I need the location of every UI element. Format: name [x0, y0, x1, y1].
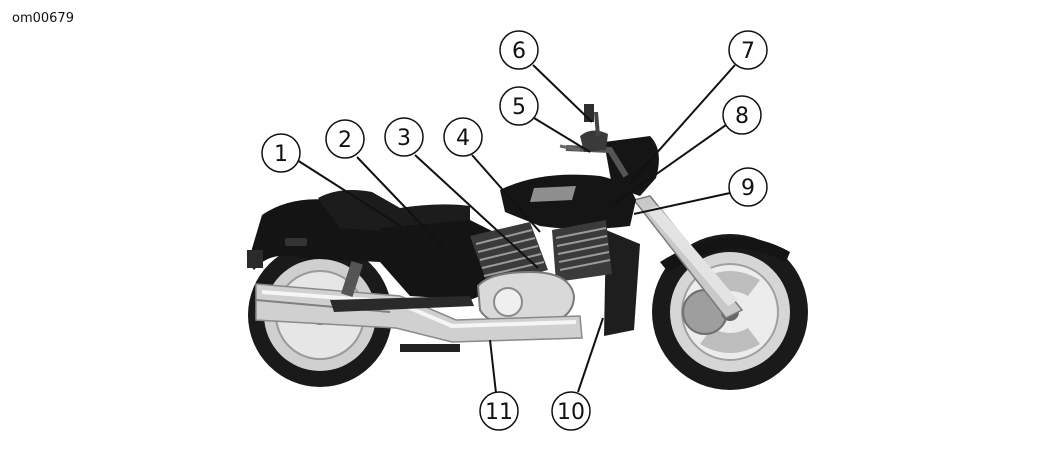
radiator-shroud — [604, 230, 640, 336]
engine — [470, 220, 612, 328]
license-bracket — [247, 250, 263, 268]
leader-line-11 — [489, 339, 497, 394]
callout-label-1: 1 — [274, 142, 288, 167]
leader-line-7 — [628, 64, 736, 185]
callout-2: 2 — [325, 119, 365, 159]
callout-10: 10 — [551, 391, 591, 431]
callout-6: 6 — [499, 30, 539, 70]
leader-line-5 — [533, 117, 591, 153]
callouts: 1 2 3 4 5 6 7 8 — [261, 30, 768, 431]
callout-label-9: 9 — [741, 176, 755, 201]
leader-line-1 — [296, 159, 403, 228]
callout-label-5: 5 — [512, 95, 526, 120]
callout-4: 4 — [443, 117, 483, 157]
tank-badge — [530, 186, 576, 202]
leader-line-8 — [613, 124, 727, 205]
callout-label-6: 6 — [512, 39, 526, 64]
seat — [318, 190, 470, 232]
callout-label-4: 4 — [456, 126, 470, 151]
rear-shock — [341, 260, 363, 298]
front-fork — [632, 195, 744, 319]
leader-line-2 — [356, 156, 444, 248]
swingarm — [330, 296, 474, 312]
callout-label-10: 10 — [557, 400, 585, 425]
callout-3: 3 — [384, 117, 424, 157]
figure-id: om00679 — [12, 11, 74, 26]
callout-9: 9 — [728, 167, 768, 207]
front-fender — [660, 237, 790, 272]
leader-line-6 — [532, 64, 593, 123]
leader-line-3 — [414, 154, 539, 269]
callout-8: 8 — [722, 95, 762, 135]
callout-label-3: 3 — [397, 126, 411, 151]
leader-lines — [296, 64, 736, 394]
callout-11: 11 — [479, 391, 519, 431]
leader-line-4 — [471, 154, 541, 233]
callout-5: 5 — [499, 86, 539, 126]
tail-light — [285, 238, 307, 246]
callout-label-8: 8 — [735, 104, 749, 129]
callout-label-11: 11 — [485, 400, 513, 425]
handlebar-assembly — [559, 104, 629, 178]
callout-7: 7 — [728, 30, 768, 70]
motorcycle-illustration — [247, 104, 808, 390]
leader-line-10 — [577, 317, 604, 393]
leader-line-9 — [633, 192, 731, 215]
callout-1: 1 — [261, 133, 301, 173]
callout-label-2: 2 — [338, 128, 352, 153]
callout-label-7: 7 — [741, 39, 755, 64]
footrest-bar — [400, 344, 460, 352]
